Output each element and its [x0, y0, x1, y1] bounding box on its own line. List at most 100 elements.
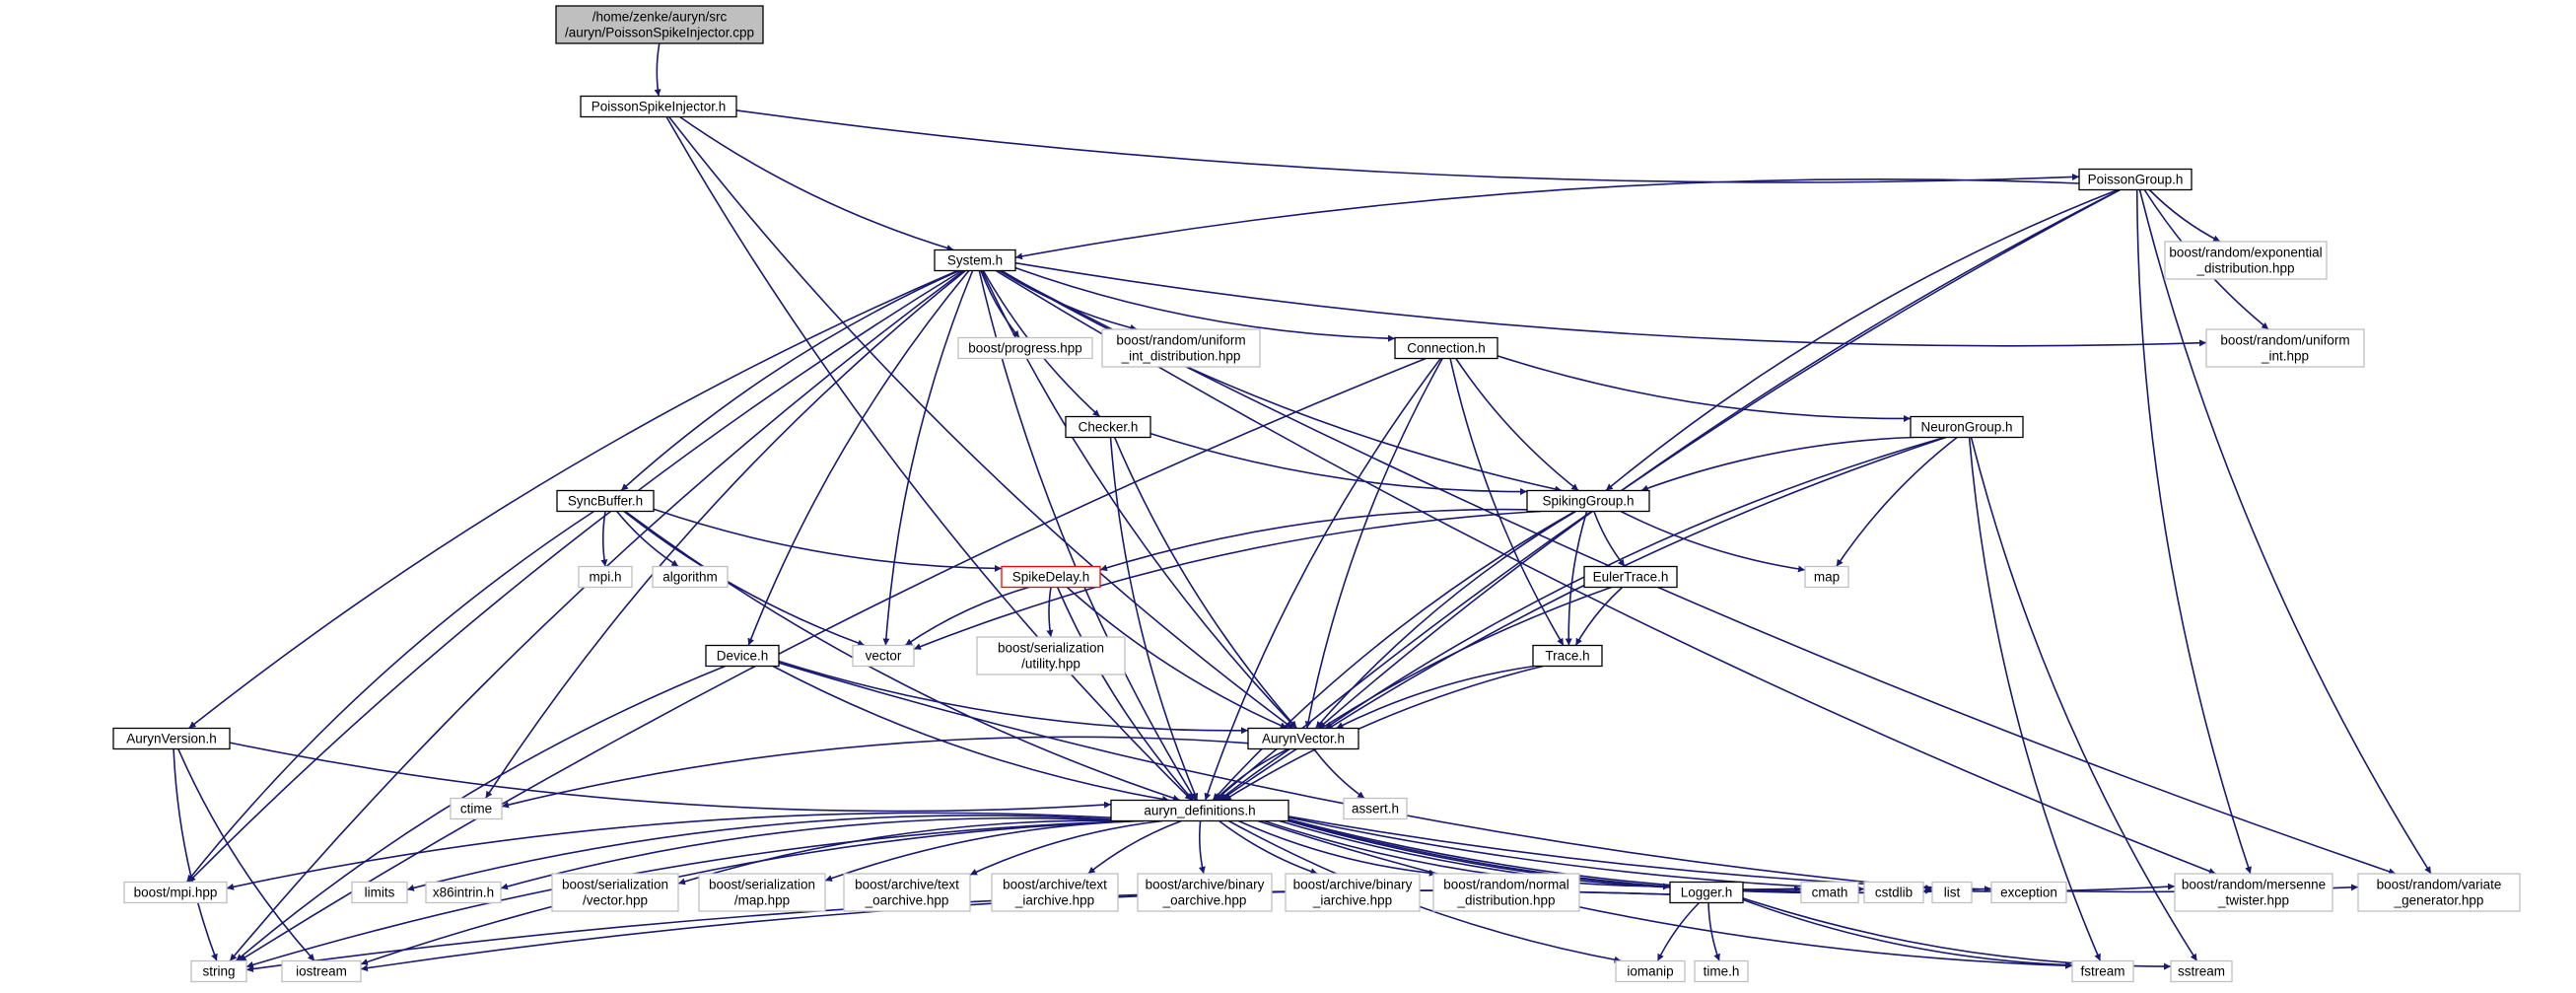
node-iomanip: iomanip [1615, 959, 1686, 983]
node-label: /utility.hpp [1021, 657, 1080, 672]
node-label: algorithm [662, 570, 718, 585]
edge-root-to-psi [654, 42, 661, 97]
node-string: string [190, 959, 247, 983]
edge-sys-to-bprog [980, 270, 1020, 339]
node-conn[interactable]: Connection.h [1394, 336, 1498, 360]
node-box [2170, 959, 2233, 983]
edge-conn-to-ng [1497, 355, 1912, 422]
node-box [1615, 959, 1686, 983]
node-label: boost/archive/binary [1293, 878, 1413, 892]
node-label: boost/random/uniform [1116, 333, 1245, 348]
node-log[interactable]: Logger.h [1669, 881, 1744, 904]
edge-sd-to-ad [1056, 587, 1194, 802]
node-label: boost/archive/binary [1146, 878, 1265, 892]
edge-et-to-ad [1218, 586, 1612, 802]
node-label: boost/random/exponential [2169, 246, 2322, 260]
edge-pg-to-brv [2138, 189, 2432, 875]
edge-sg-to-tr [1565, 511, 1588, 646]
node-sys[interactable]: System.h [934, 248, 1016, 272]
edge-av-to-ad [1214, 747, 1289, 802]
edge-sd-to-vec [904, 586, 1029, 647]
node-box [1394, 336, 1498, 360]
node-bsv: boost/serialization/vector.hpp [551, 873, 679, 912]
edge-sg-to-vec [913, 510, 1542, 650]
node-box [112, 727, 231, 750]
node-label: Checker.h [1079, 420, 1139, 435]
edge-pg-to-sys [1014, 178, 2080, 260]
node-root[interactable]: /home/zenke/auryn/src/auryn/PoissonSpike… [555, 5, 764, 44]
node-box [852, 644, 915, 668]
node-et[interactable]: EulerTrace.h [1583, 565, 1678, 589]
node-box [1001, 565, 1101, 589]
node-x86: x86intrin.h [425, 881, 502, 904]
node-av[interactable]: AurynVector.h [1247, 727, 1359, 750]
edge-sys-to-dev [747, 269, 970, 646]
node-label: x86intrin.h [433, 886, 494, 900]
node-label: _twister.hpp [2217, 893, 2289, 908]
node-box [556, 489, 655, 513]
node-label: cmath [1812, 886, 1848, 900]
edge-sys-to-brv [998, 269, 2397, 876]
node-label: assert.h [1352, 802, 1399, 816]
node-dev[interactable]: Device.h [705, 644, 780, 668]
node-label: boost/archive/text [1003, 878, 1107, 892]
node-label: boost/archive/text [855, 878, 959, 892]
edge-conn-to-string [239, 357, 1427, 962]
edge-sd-to-av [1066, 586, 1288, 730]
node-label: boost/random/variate [2377, 878, 2502, 892]
node-ad[interactable]: auryn_definitions.h [1110, 799, 1289, 822]
node-ng[interactable]: NeuronGroup.h [1910, 415, 2024, 439]
edge-sys-to-ctime [484, 269, 966, 799]
node-sg[interactable]: SpikingGroup.h [1526, 489, 1650, 513]
node-label: _iarchive.hpp [1312, 893, 1392, 908]
node-brv: boost/random/variate_generator.hpp [2357, 873, 2521, 912]
edge-sb-to-algo [616, 510, 679, 568]
node-box [1343, 797, 1408, 820]
edge-ng-to-sg [1640, 436, 1915, 492]
node-psi[interactable]: PoissonSpikeInjector.h [580, 95, 737, 118]
node-bmpi: boost/mpi.hpp [123, 881, 228, 904]
node-box [652, 565, 729, 589]
node-box [934, 248, 1016, 272]
node-iostream: iostream [281, 959, 362, 983]
edge-ad-to-limits [406, 815, 1112, 891]
node-pg[interactable]: PoissonGroup.h [2078, 168, 2193, 191]
node-sd[interactable]: SpikeDelay.h [1001, 565, 1101, 589]
node-sb[interactable]: SyncBuffer.h [556, 489, 655, 513]
edge-sg-to-map [1620, 510, 1806, 573]
node-box [1694, 959, 1749, 983]
node-box [1285, 873, 1421, 912]
node-label: boost/serialization [562, 878, 668, 892]
node-label: cstdlib [1875, 886, 1913, 900]
node-label: sstream [2178, 964, 2225, 979]
edge-av-to-ctime [501, 736, 1249, 809]
nodes-layer: /home/zenke/auryn/src/auryn/PoissonSpike… [112, 5, 2521, 983]
edge-aver-to-string [173, 748, 218, 961]
edge-aver-to-iostream [177, 748, 315, 962]
node-chk[interactable]: Checker.h [1065, 415, 1151, 439]
edge-conn-to-sg [1455, 358, 1579, 492]
node-ctime: ctime [450, 797, 503, 820]
node-tr[interactable]: Trace.h [1532, 644, 1603, 668]
node-label: _distribution.hpp [1456, 893, 1555, 908]
node-timeh: time.h [1694, 959, 1749, 983]
edge-ng-to-av [1324, 436, 1945, 730]
edge-ad-to-log [1263, 819, 1671, 890]
edge-sb-to-ad [624, 510, 1181, 802]
edge-dev-to-av [778, 660, 1249, 735]
node-box [450, 797, 503, 820]
edge-ad-to-babi [1218, 819, 1318, 876]
node-box [281, 959, 362, 983]
edge-ad-to-iostream [360, 819, 1144, 965]
node-label: _distribution.hpp [2195, 261, 2294, 276]
node-box [1910, 415, 2024, 439]
node-label: limits [365, 886, 395, 900]
node-label: AurynVersion.h [126, 732, 217, 746]
node-aver[interactable]: AurynVersion.h [112, 727, 231, 750]
node-label: string [202, 964, 235, 979]
node-box [123, 881, 228, 904]
node-babo: boost/archive/binary_oarchive.hpp [1137, 873, 1273, 912]
edge-chk-to-av [1113, 437, 1298, 730]
node-box [1800, 881, 1859, 904]
node-label: mpi.h [589, 570, 621, 585]
